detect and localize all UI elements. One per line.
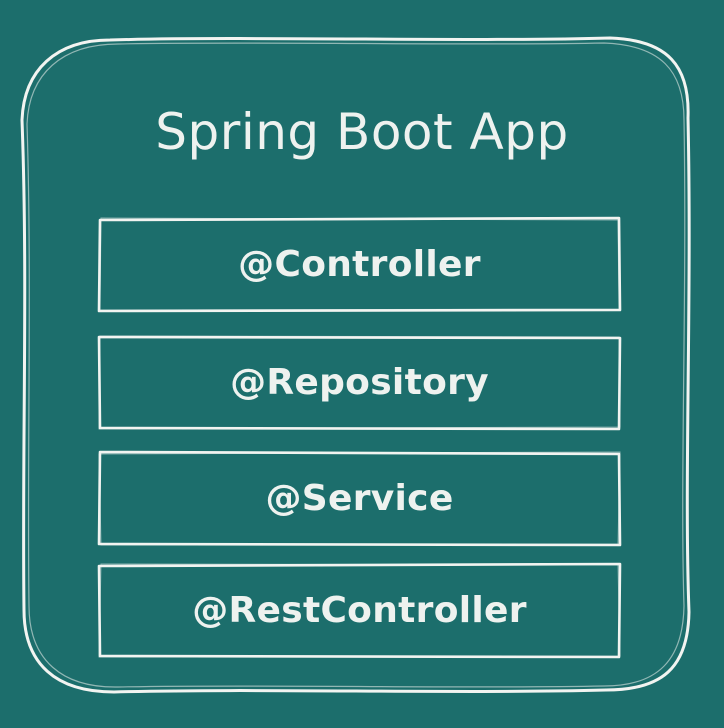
layer-box-controller: @Controller <box>97 216 622 313</box>
layer-label-service: @Service <box>265 478 454 519</box>
layer-box-service: @Service <box>97 450 622 547</box>
layer-box-outline <box>97 216 622 313</box>
layer-label-controller: @Controller <box>238 244 481 285</box>
layer-label-rest-controller: @RestController <box>192 590 527 631</box>
layer-box-rest-controller: @RestController <box>97 562 622 659</box>
layer-label-repository: @Repository <box>230 362 489 403</box>
diagram-title: Spring Boot App <box>155 103 569 161</box>
layer-box-outline <box>97 450 622 547</box>
layer-box-outline <box>97 562 622 659</box>
layer-box-repository: @Repository <box>97 335 622 431</box>
layer-box-outline <box>97 335 622 431</box>
